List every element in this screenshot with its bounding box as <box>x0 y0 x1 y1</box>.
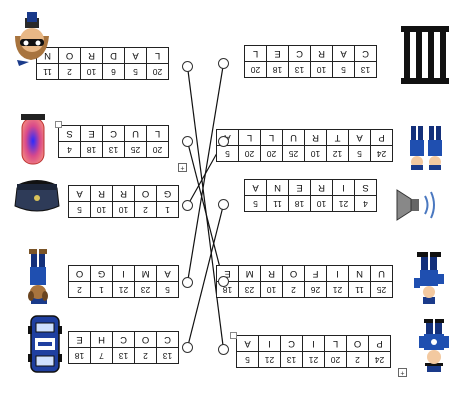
siren-light-icon <box>19 112 47 166</box>
police-dog-icon <box>21 246 55 306</box>
policeman-running-icon <box>411 246 447 306</box>
anchor-plus-mark: + <box>178 163 187 172</box>
match-dot-left-1[interactable] <box>218 276 229 287</box>
connection-line-0 <box>188 67 224 350</box>
police-officers-icon <box>405 120 447 172</box>
anchor-plus-mark: + <box>398 368 407 377</box>
match-dot-left-3[interactable] <box>218 136 229 147</box>
match-dot-right-4[interactable] <box>182 61 193 72</box>
anchor-square <box>55 121 62 128</box>
connection-line-4 <box>188 64 224 283</box>
match-dot-right-2[interactable] <box>182 200 193 211</box>
match-dot-right-1[interactable] <box>182 277 193 288</box>
jail-bars-icon <box>401 26 449 84</box>
police-car-icon <box>27 314 63 374</box>
match-dot-left-4[interactable] <box>218 58 229 69</box>
siren-speaker-icon <box>395 186 439 224</box>
police-cap-icon <box>11 176 63 214</box>
match-dot-left-2[interactable] <box>218 199 229 210</box>
policeman-icon <box>413 316 455 374</box>
thief-icon <box>9 10 55 68</box>
anchor-square <box>230 332 237 339</box>
match-dot-left-0[interactable] <box>218 344 229 355</box>
connection-line-1 <box>188 142 224 282</box>
match-dot-right-3[interactable] <box>182 136 193 147</box>
match-dot-right-0[interactable] <box>182 342 193 353</box>
